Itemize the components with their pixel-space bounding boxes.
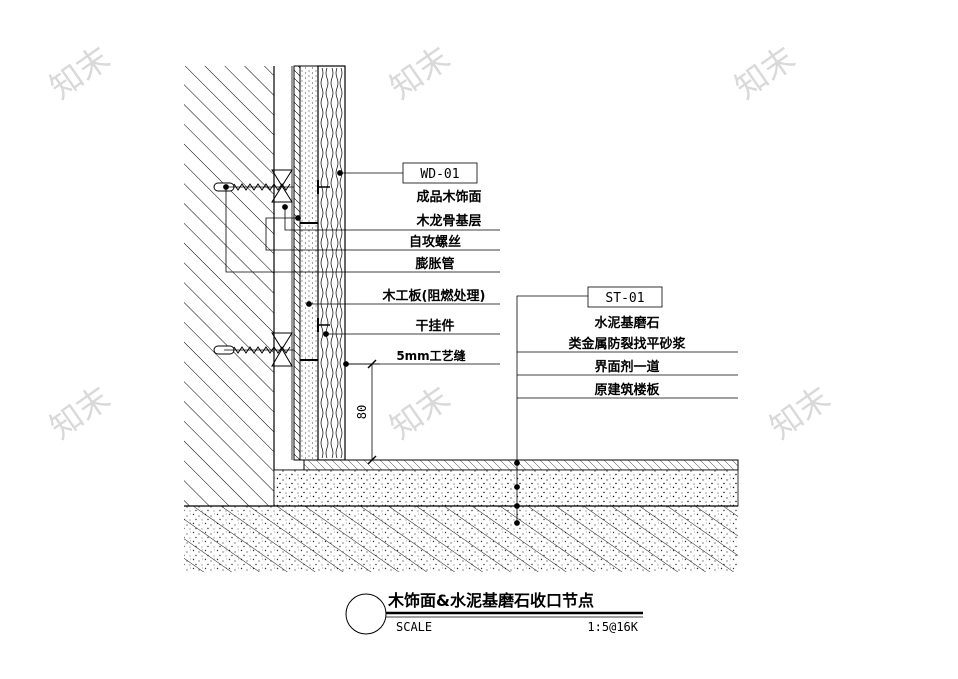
watermark: 知末 — [43, 39, 117, 107]
label-wood-veneer: 成品木饰面 — [416, 189, 481, 205]
wood-grain-line — [335, 67, 339, 459]
label-floor-slab: 原建筑楼板 — [594, 382, 660, 398]
label-blockboard: 木工板(阻燃处理) — [382, 288, 486, 304]
watermark: 知末 — [763, 379, 837, 447]
watermark: 知末 — [383, 379, 457, 447]
label-expansion-tube: 膨胀管 — [414, 256, 454, 272]
watermark: 知末 — [728, 39, 802, 107]
wood-grain-line — [330, 67, 334, 459]
scale-label: SCALE — [396, 620, 432, 634]
anchor-bolt-lower — [213, 318, 330, 367]
label-groove: 5mm工艺缝 — [396, 348, 465, 363]
wood-panel — [291, 65, 346, 461]
watermark: 知末 — [43, 379, 117, 447]
wood-grain-line — [339, 67, 343, 459]
concrete-wall — [184, 66, 304, 506]
label-terrazzo: 水泥基磨石 — [594, 315, 659, 331]
wall-leaders — [223, 162, 500, 367]
label-wood-keel: 木龙骨基层 — [415, 213, 481, 229]
dimension-80 — [346, 359, 380, 465]
watermark: 知末 — [383, 39, 457, 107]
scale-value: 1:5@16K — [587, 620, 638, 634]
label-interface-agent: 界面剂一道 — [594, 359, 659, 375]
label-self-tapping-screw: 自攻螺丝 — [409, 234, 461, 250]
label-hanger: 干挂件 — [415, 318, 454, 334]
dimension-value: 80 — [355, 405, 369, 419]
detail-title: 木饰面&水泥基磨石收口节点 — [387, 591, 594, 610]
wood-grain-line — [320, 67, 324, 459]
label-leveling-mortar: 类金属防裂找平砂浆 — [568, 336, 686, 352]
wood-grain-line — [325, 67, 329, 459]
anchor-bolt-upper — [213, 169, 330, 224]
floor-layers — [184, 459, 739, 572]
tag-wd-01: WD-01 — [420, 167, 459, 182]
title-block: 木饰面&水泥基磨石收口节点 SCALE 1:5@16K — [345, 591, 643, 635]
tag-st-01: ST-01 — [605, 291, 644, 306]
floor-leaders — [514, 286, 738, 526]
